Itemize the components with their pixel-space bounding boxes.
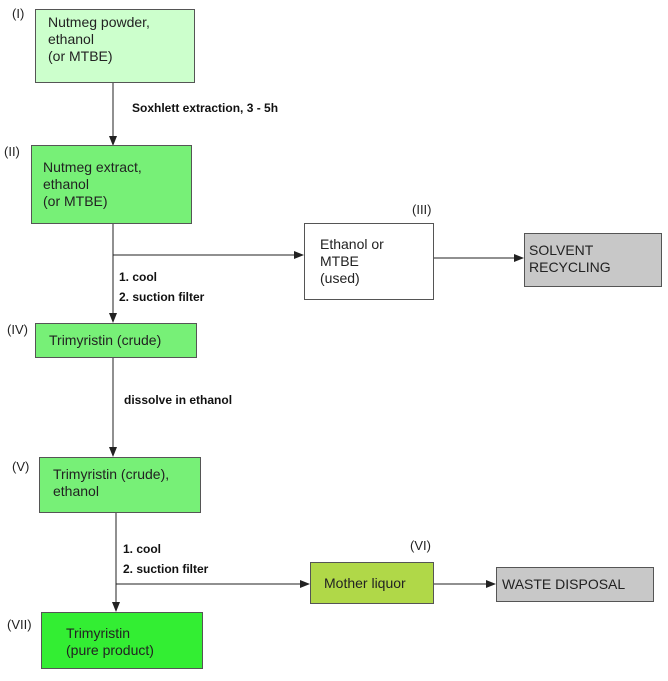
- used-solvent-box: Ethanol or MTBE (used): [304, 223, 434, 300]
- label-dissolve-ethanol: dissolve in ethanol: [124, 393, 233, 407]
- crude-trimyristin-ethanol-box: Trimyristin (crude), ethanol: [39, 457, 201, 513]
- crude-trimyristin-box: Trimyristin (crude): [35, 323, 197, 358]
- waste-disposal-box: WASTE DISPOSAL: [496, 567, 654, 602]
- step-number-v: (V): [12, 459, 30, 474]
- step-number-vi: (VI): [410, 538, 431, 553]
- mother-liquor-box: Mother liquor: [310, 562, 434, 604]
- pure-trimyristin-box: Trimyristin (pure product): [41, 612, 203, 669]
- step-number-vii: (VII): [7, 617, 32, 632]
- label-cool-filter-1: 1. cool 2. suction filter: [119, 270, 205, 304]
- solvent-recycling-box: SOLVENT RECYCLING: [524, 233, 662, 287]
- label-cool-filter-2: 1. cool 2. suction filter: [123, 542, 209, 576]
- nutmeg-powder-box: Nutmeg powder, ethanol (or MTBE): [35, 9, 195, 83]
- step-number-iv: (IV): [7, 322, 28, 337]
- label-soxhlet-extraction: Soxhlett extraction, 3 - 5h: [132, 101, 279, 115]
- nutmeg-extract-box: Nutmeg extract, ethanol (or MTBE): [31, 145, 192, 224]
- step-number-iii: (III): [412, 202, 432, 217]
- step-number-i: (I): [12, 6, 25, 21]
- step-number-ii: (II): [4, 144, 20, 159]
